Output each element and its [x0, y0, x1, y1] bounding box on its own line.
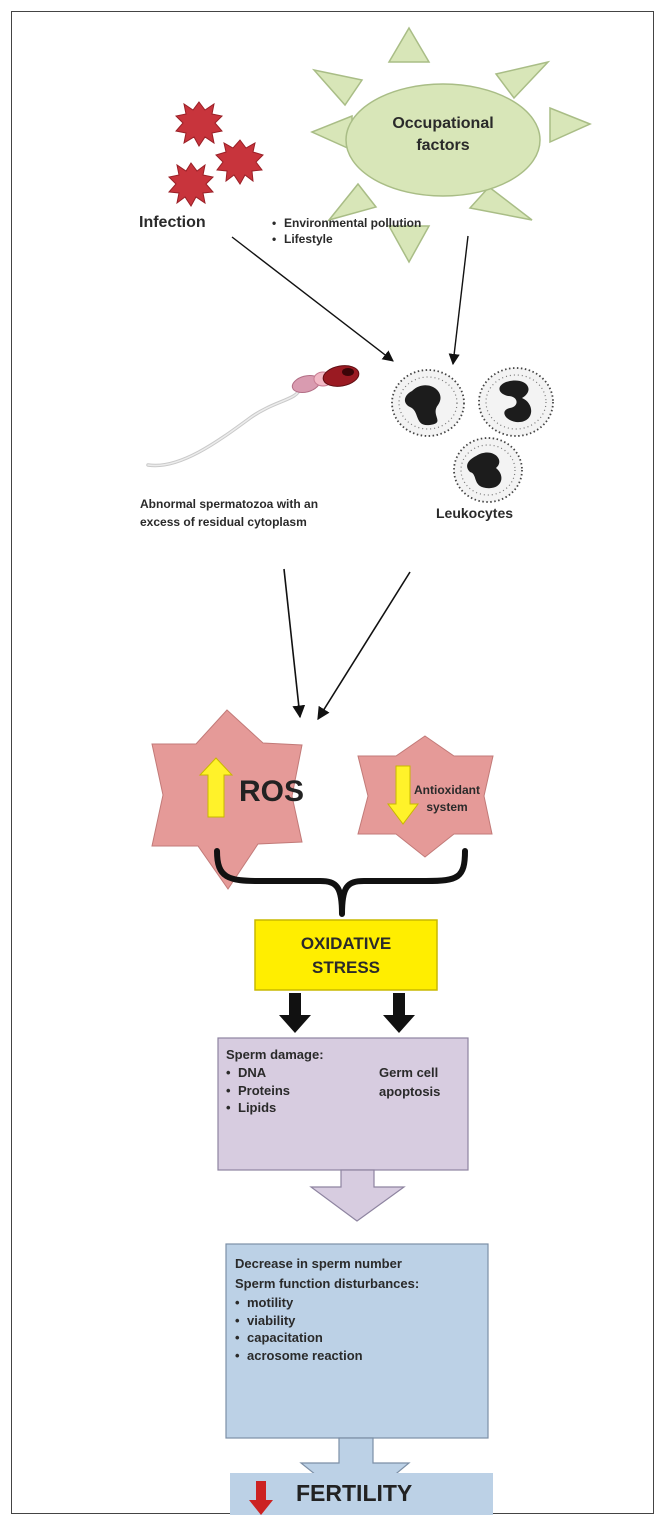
bullet-environmental-pollution: Environmental pollution	[272, 215, 421, 231]
occupational-label: Occupational factors	[392, 115, 494, 154]
decrease-sperm-number: Decrease in sperm number	[235, 1256, 402, 1271]
occupational-arrow	[448, 235, 469, 366]
function-item-capacitation: capacitation	[235, 1329, 419, 1347]
function-disturbance-list: Decrease in sperm number Sperm function …	[235, 1254, 419, 1364]
function-item-motility: motility	[235, 1294, 419, 1312]
fertility-label: FERTILITY	[296, 1480, 413, 1506]
ros-label: ROS	[239, 775, 305, 808]
bullet-lifestyle: Lifestyle	[272, 231, 421, 247]
infection-label: Infection	[139, 214, 206, 231]
function-item-acrosome-reaction: acrosome reaction	[235, 1347, 419, 1365]
function-disturbances-title: Sperm function disturbances:	[235, 1276, 420, 1291]
antioxidant-label: Antioxidant system	[414, 783, 480, 814]
spermatozoa-arrow	[283, 568, 306, 719]
function-item-viability: viability	[235, 1312, 419, 1330]
antioxidant-star	[357, 735, 494, 858]
merge-brace	[214, 848, 468, 917]
leukocytes-icon	[391, 367, 554, 503]
sperm-damage-list: Sperm damage: DNA Proteins Lipids	[226, 1045, 324, 1117]
oxidative-arrow-right	[383, 993, 415, 1033]
spermatozoon-icon	[146, 365, 360, 468]
damage-item-dna: DNA	[226, 1064, 324, 1082]
damage-item-proteins: Proteins	[226, 1082, 324, 1100]
ros-up-arrow-icon	[198, 757, 234, 818]
spermatozoa-label: Abnormal spermatozoa with an excess of r…	[140, 497, 319, 529]
fertility-box	[230, 1473, 493, 1515]
oxidative-stress-box	[254, 919, 438, 991]
infection-arrow	[231, 236, 394, 362]
germ-cell-apoptosis-label: Germ cell apoptosis	[379, 1065, 441, 1099]
antioxidant-down-arrow-icon	[387, 765, 419, 825]
damage-item-lipids: Lipids	[226, 1099, 324, 1117]
occupational-bullets: Environmental pollution Lifestyle	[272, 215, 421, 247]
oxidative-stress-label: OXIDATIVE STRESS	[300, 934, 392, 977]
leukocytes-arrow	[317, 571, 411, 721]
sperm-damage-title: Sperm damage:	[226, 1047, 324, 1062]
damage-down-arrow	[309, 1169, 406, 1222]
leukocytes-label: Leukocytes	[436, 505, 514, 521]
fertility-down-arrow-icon	[249, 1481, 273, 1515]
ros-star	[151, 709, 303, 890]
oxidative-arrow-left	[279, 993, 311, 1033]
infection-icon	[167, 101, 264, 207]
